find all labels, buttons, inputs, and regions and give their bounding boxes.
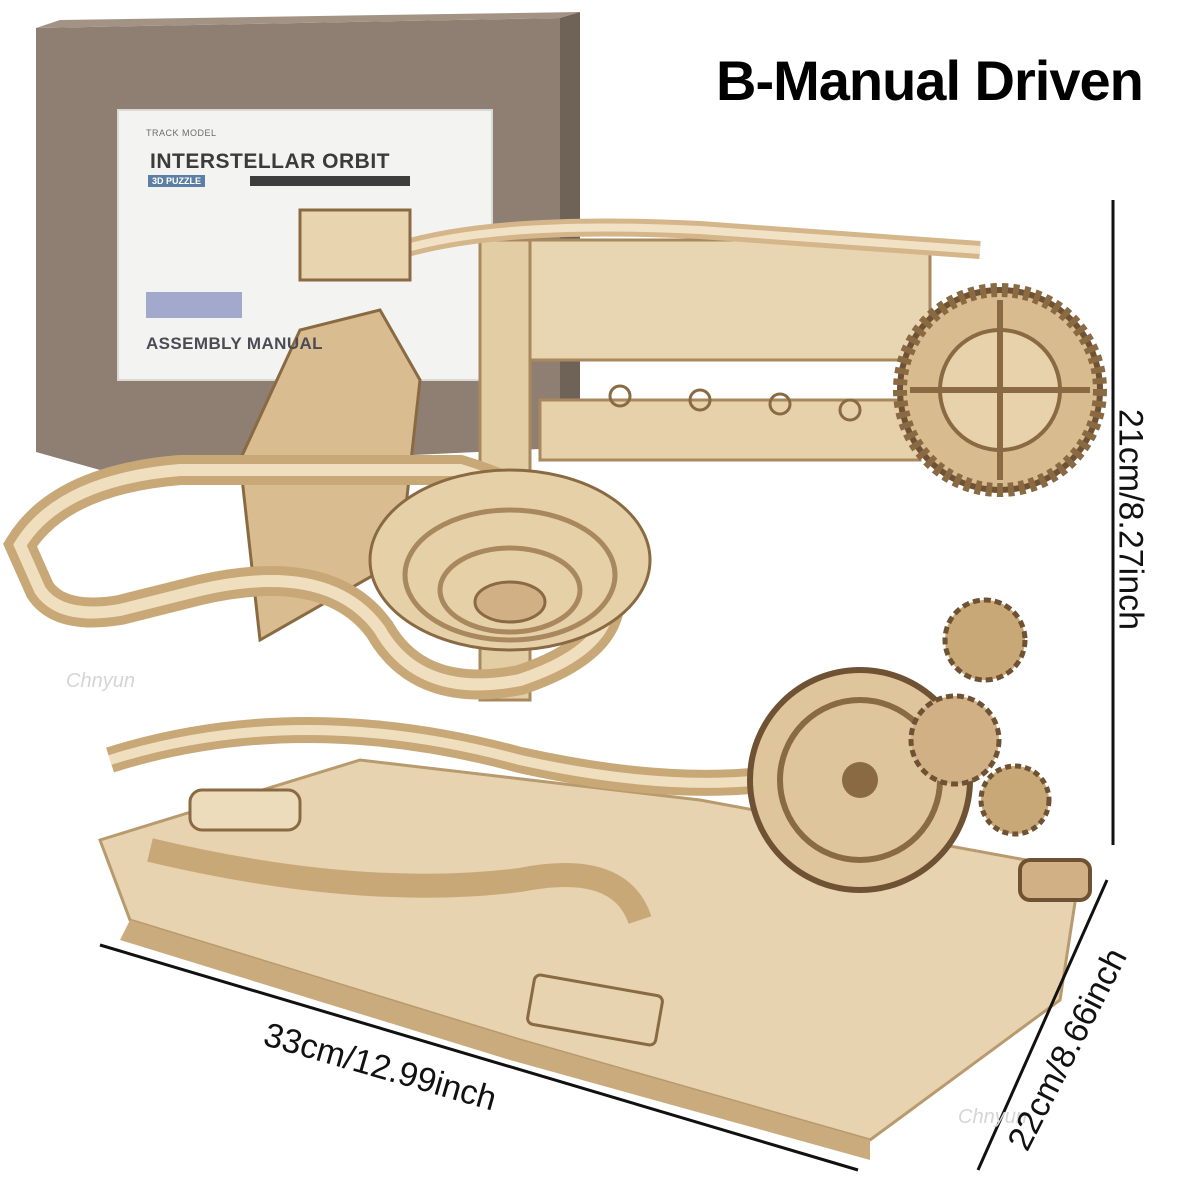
- hole-3: [768, 392, 792, 416]
- hole-4: [838, 398, 862, 422]
- spiral-center: [473, 580, 547, 624]
- marble-run-model: [3, 208, 1107, 1160]
- box-label-bar: [250, 176, 410, 186]
- height-dimension-label: 21cm/8.27inch: [1111, 408, 1150, 631]
- crank-handle: [1018, 858, 1092, 902]
- spiral-ring-1: [402, 507, 618, 643]
- top-rail-highlight: [398, 223, 981, 254]
- big-gear-teeth: [893, 283, 1107, 497]
- box-product-name: INTERSTELLAR ORBIT: [150, 150, 390, 173]
- box-manual-label: ASSEMBLY MANUAL: [146, 334, 323, 353]
- front-nameplate: [526, 973, 664, 1047]
- spiral-bowl: [368, 468, 652, 652]
- small-gear-1: [942, 597, 1028, 683]
- base-edge: [120, 920, 870, 1160]
- rear-panel: [528, 238, 932, 362]
- hole-2: [688, 388, 712, 412]
- dimension-lines: [99, 200, 1115, 1172]
- watermark: Chnyun: [66, 670, 135, 692]
- box-label-strip: [146, 292, 242, 318]
- width-line: [99, 943, 859, 1172]
- box-small-header: TRACK MODEL: [146, 128, 217, 138]
- gate-piece: [188, 788, 302, 832]
- tower-top: [298, 208, 412, 282]
- spiral-ring-2: [437, 545, 583, 635]
- small-gear-3: [978, 763, 1052, 837]
- watermark: Chnyun: [958, 1106, 1027, 1128]
- small-gear-2: [908, 693, 1002, 787]
- lower-wheel-axle: [842, 762, 878, 798]
- rear-rail: [538, 398, 922, 462]
- page-title: B-Manual Driven: [716, 49, 1144, 112]
- outer-track-groove: [13, 464, 616, 691]
- box-tag: 3D PUZZLE: [148, 175, 206, 187]
- depth-line: [976, 879, 1109, 1171]
- lower-track-groove: [108, 725, 822, 788]
- hole-1: [608, 384, 632, 408]
- box-top-edge: [36, 12, 580, 28]
- bottom-track: [147, 838, 652, 925]
